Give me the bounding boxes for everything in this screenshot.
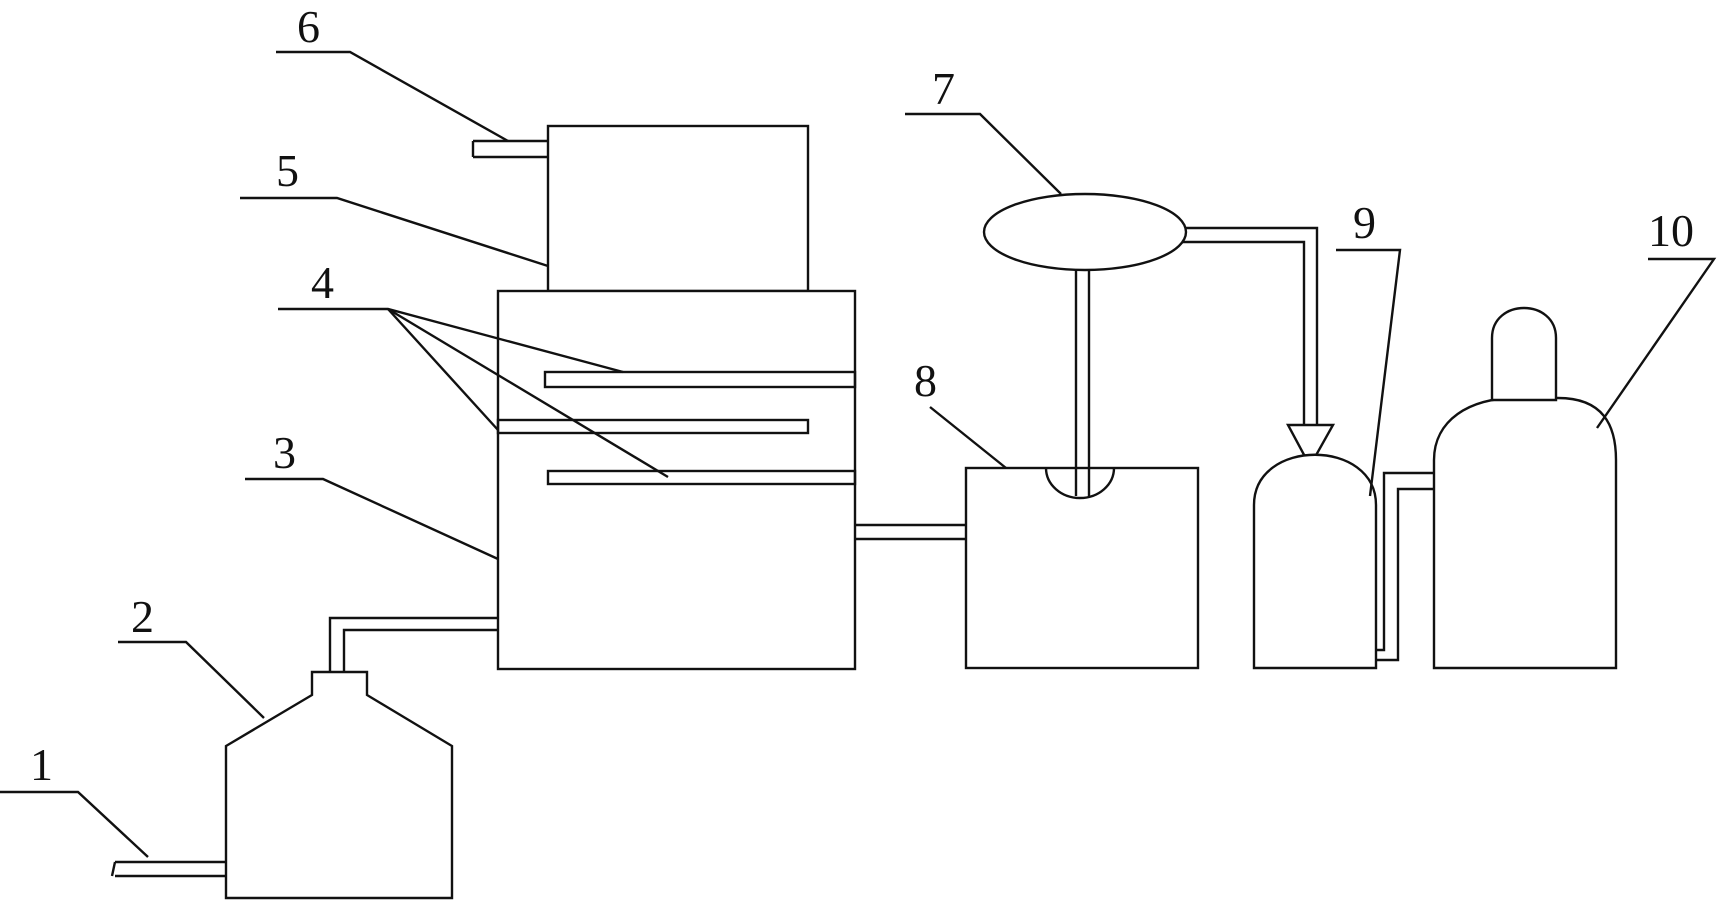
upper-box-5 bbox=[546, 124, 810, 293]
plates-4 bbox=[496, 370, 857, 486]
cylinder-9 bbox=[1252, 453, 1378, 670]
label-4: 4 bbox=[311, 257, 334, 308]
label-1: 1 bbox=[30, 739, 53, 790]
pipe-7-down bbox=[1074, 243, 1091, 496]
label-5: 5 bbox=[276, 145, 299, 196]
pipe-9-to-10 bbox=[1376, 471, 1434, 662]
tank-2 bbox=[224, 670, 454, 900]
gas-cylinder-10-valve bbox=[1490, 306, 1558, 402]
plate-middle bbox=[496, 418, 810, 435]
pipe-tank2-to-vessel3 bbox=[328, 616, 498, 672]
main-vessel-3 bbox=[496, 289, 857, 671]
box-8 bbox=[964, 466, 1200, 670]
label-3: 3 bbox=[273, 427, 296, 478]
pipe-6 bbox=[471, 139, 548, 159]
label-8: 8 bbox=[914, 355, 937, 406]
label-2: 2 bbox=[131, 591, 154, 642]
pipe-vessel3-to-box8 bbox=[855, 523, 966, 541]
label-6: 6 bbox=[297, 1, 320, 52]
ellipse-7 bbox=[982, 192, 1188, 272]
pipe-7-to-9 bbox=[1170, 226, 1319, 425]
label-7: 7 bbox=[932, 63, 955, 114]
leader-lines bbox=[0, 50, 1717, 858]
gas-cylinder-10 bbox=[1432, 396, 1618, 670]
arrow-head-9 bbox=[1285, 423, 1336, 469]
plate-top bbox=[543, 370, 857, 389]
plate-bottom bbox=[546, 469, 857, 486]
label-10: 10 bbox=[1648, 205, 1694, 256]
label-9: 9 bbox=[1353, 197, 1376, 248]
inlet-pipe-1 bbox=[110, 860, 226, 878]
bowl-8 bbox=[1044, 467, 1116, 500]
